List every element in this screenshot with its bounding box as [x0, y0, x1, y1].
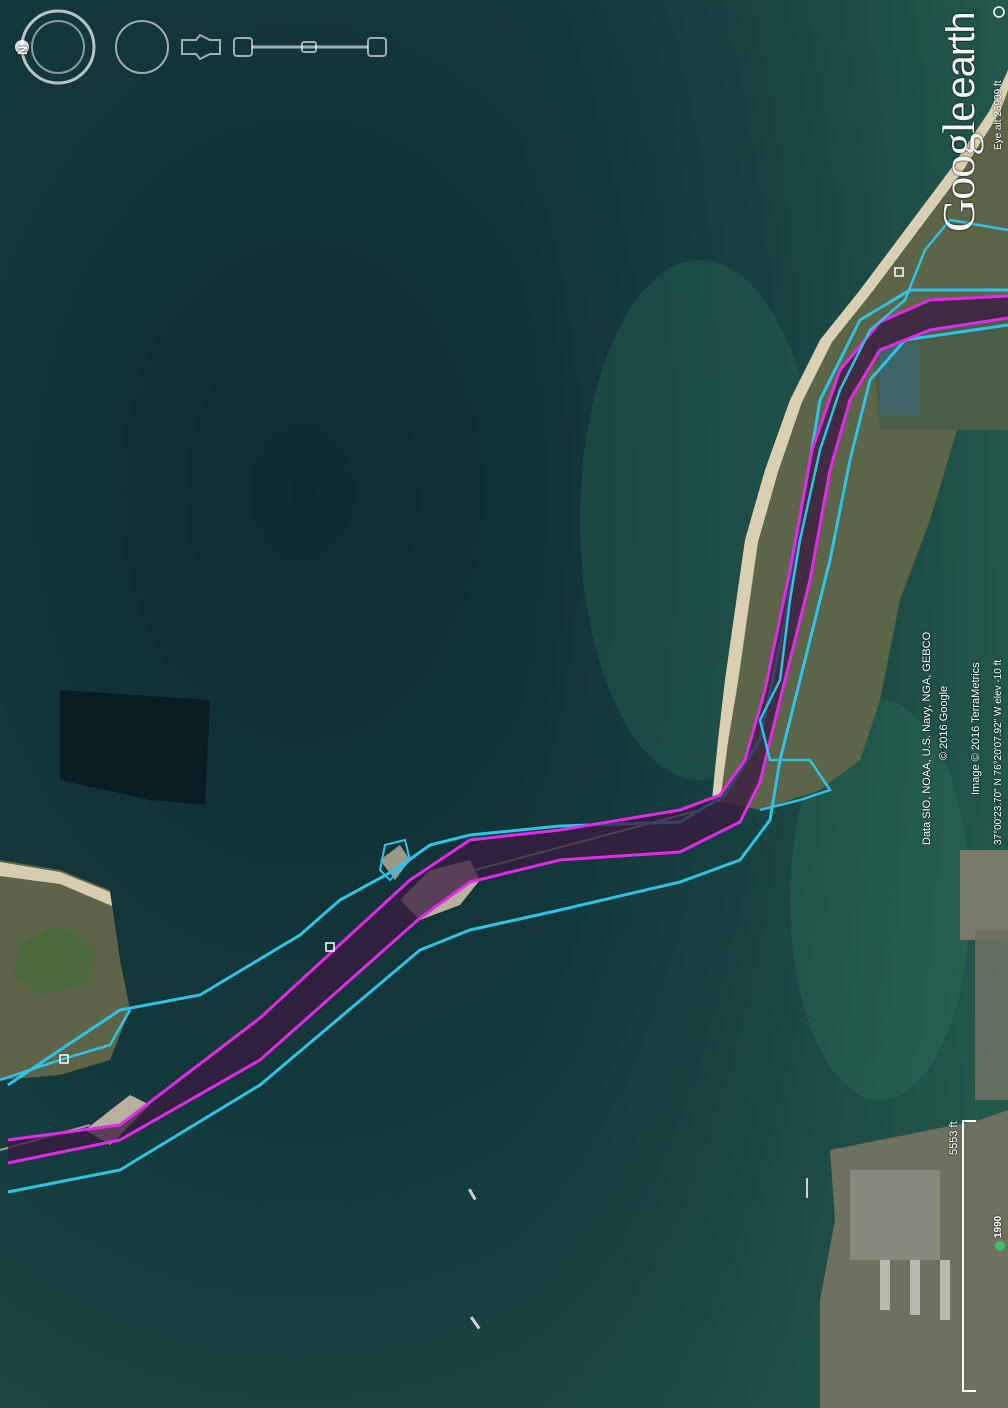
google-earth-logo: Googleearth — [933, 12, 984, 232]
search-icon[interactable] — [992, 5, 1006, 19]
scale-label: 5553 ft — [948, 1121, 960, 1155]
placemark-icon[interactable] — [59, 1054, 69, 1064]
scale-bar — [962, 1120, 976, 1392]
look-joystick-icon[interactable] — [115, 20, 169, 74]
corridor-outer-north — [7, 288, 1008, 1087]
compass-north-label[interactable]: N — [15, 45, 30, 55]
coordinates-readout: 37°00'23.70" N 76°20'07.92" W elev -10 f… — [993, 659, 1004, 845]
clock-icon[interactable] — [994, 1240, 1006, 1252]
shoreline-outline — [758, 218, 1008, 812]
placemark-icon[interactable] — [325, 942, 335, 952]
corridor-inner-south — [7, 316, 1008, 1165]
credit-line-2: © 2016 Google — [938, 685, 950, 760]
street-view-icon[interactable] — [181, 33, 221, 61]
zoom-slider-icon[interactable] — [233, 37, 387, 57]
credit-line-3: Image © 2016 TerraMetrics — [970, 662, 982, 795]
eye-altitude-readout: Eye alt 23909 ft — [993, 80, 1004, 151]
historical-year[interactable]: 1990 — [993, 1215, 1004, 1238]
corridor-inner-north — [7, 294, 1008, 1142]
compass-ring-icon[interactable] — [15, 9, 96, 85]
corridor-outer-south — [7, 323, 1008, 1194]
credit-line-1: Data SIO, NOAA, U.S. Navy, NGA, GEBCO — [921, 631, 933, 845]
placemark-icon[interactable] — [894, 267, 904, 277]
navigation-controls[interactable] — [0, 0, 400, 100]
